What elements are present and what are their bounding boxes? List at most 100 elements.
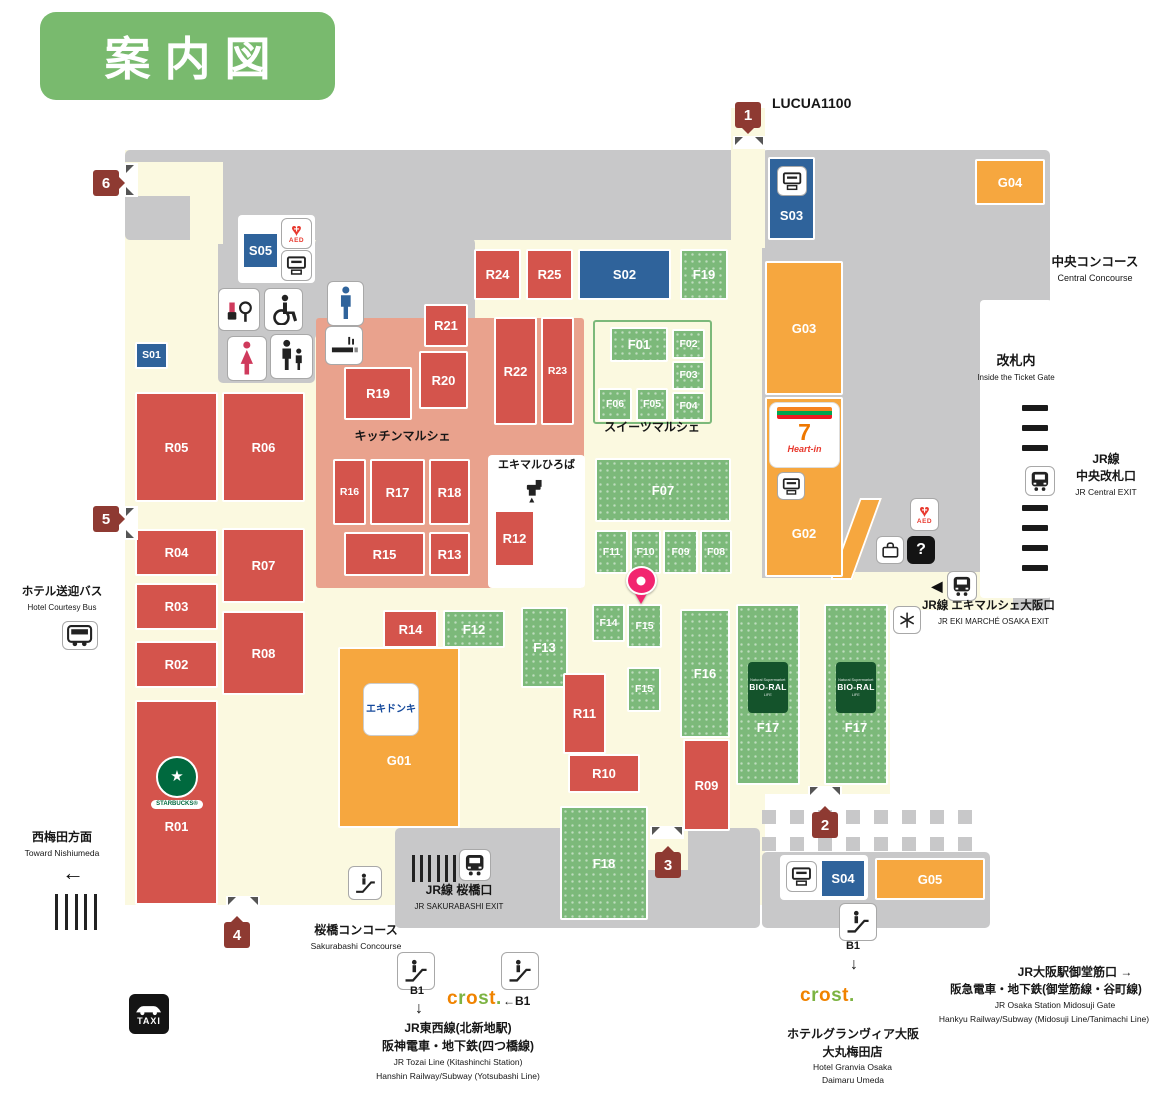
- shop-label: R16: [339, 485, 360, 498]
- map-label: Central Concourse: [1057, 273, 1133, 283]
- shop-block-f19[interactable]: F19: [680, 249, 728, 300]
- shop-block-r11[interactable]: R11: [563, 673, 606, 754]
- entrance-door: [226, 896, 260, 909]
- marker-pointer: [818, 799, 832, 813]
- shop-block-r04[interactable]: R04: [135, 529, 218, 576]
- shop-block-r09[interactable]: R09: [683, 739, 730, 831]
- bus-icon: [62, 621, 98, 650]
- shop-block-r21[interactable]: R21: [424, 304, 468, 347]
- pin-head: [625, 566, 657, 595]
- shop-block-r18[interactable]: R18: [429, 459, 470, 525]
- shop-block-s01[interactable]: S01: [135, 342, 168, 369]
- shop-label: R17: [385, 484, 410, 500]
- ticket-gate-bar: [1022, 545, 1048, 551]
- shop-block-f07[interactable]: F07: [595, 458, 731, 522]
- shop-block-r08[interactable]: R08: [222, 611, 305, 695]
- direction-arrow: ↓: [850, 956, 858, 973]
- shop-block-f02[interactable]: F02: [672, 329, 705, 359]
- mens-restroom-icon: [327, 281, 364, 326]
- shop-block-f12[interactable]: F12: [443, 610, 505, 648]
- shop-block-r16[interactable]: R16: [333, 459, 366, 525]
- entrance-door: [125, 506, 138, 540]
- shop-block-f05[interactable]: F05: [636, 388, 668, 421]
- ticket-gate-bar: [1022, 445, 1048, 451]
- shop-block-f09[interactable]: F09: [663, 530, 698, 574]
- shop-block-f14[interactable]: F14: [592, 604, 625, 642]
- map-label: ホテルグランヴィア大阪: [786, 1027, 919, 1041]
- shop-block-s02[interactable]: S02: [578, 249, 671, 300]
- shop-block-r22[interactable]: R22: [494, 317, 537, 425]
- escalator-icon: [348, 866, 382, 900]
- shop-block-r02[interactable]: R02: [135, 641, 218, 688]
- shop-block-r07[interactable]: R07: [222, 528, 305, 603]
- ticket-gate-bar: [1022, 425, 1048, 431]
- crost-letter: r: [458, 988, 466, 1009]
- womens-restroom-icon: [227, 336, 267, 381]
- shop-block-g01[interactable]: G01: [338, 647, 460, 828]
- shop-label: G05: [917, 871, 943, 887]
- map-label: JR大阪駅御堂筋口 →: [1017, 965, 1133, 979]
- shop-block-r20[interactable]: R20: [419, 351, 468, 409]
- shop-block-r19[interactable]: R19: [344, 367, 412, 420]
- shop-label: F08: [706, 545, 726, 558]
- taxi-sign: TAXI: [129, 994, 169, 1034]
- shop-block-r13[interactable]: R13: [429, 532, 470, 576]
- shop-block-f11[interactable]: F11: [595, 530, 628, 574]
- shop-block-r12[interactable]: R12: [494, 510, 535, 567]
- shop-block-f08[interactable]: F08: [700, 530, 732, 574]
- shop-block-f06[interactable]: F06: [598, 388, 632, 421]
- ticket-gate-bar: [1022, 505, 1048, 511]
- shop-block-f15[interactable]: F15: [627, 604, 662, 648]
- entrance-marker-2: 2: [812, 806, 838, 838]
- entrance-number: 4: [232, 926, 242, 944]
- shop-block-r15[interactable]: R15: [344, 532, 425, 576]
- page-title-badge: 案内図: [40, 12, 335, 100]
- pillar: [762, 810, 776, 824]
- shop-block-g03[interactable]: G03: [765, 261, 843, 395]
- shop-label: F05: [642, 398, 662, 411]
- shop-label: R25: [537, 267, 562, 282]
- crost-letter: c: [447, 988, 459, 1009]
- map-label: JR EKI MARCHÉ OSAKA EXIT: [938, 617, 1050, 626]
- pillar: [874, 810, 888, 824]
- shop-block-r23[interactable]: R23: [541, 317, 574, 425]
- shop-label: R05: [164, 439, 189, 455]
- shop-block-f04[interactable]: F04: [672, 392, 705, 421]
- map-label: B1: [845, 940, 861, 952]
- entrance-number: 2: [820, 816, 830, 834]
- crost-letter: s: [478, 988, 490, 1009]
- shop-block-r25[interactable]: R25: [526, 249, 573, 300]
- shop-block-r24[interactable]: R24: [474, 249, 521, 300]
- current-location-pin: [625, 566, 657, 612]
- shop-label: R07: [251, 558, 276, 573]
- shop-block-g04[interactable]: G04: [975, 159, 1045, 205]
- crost-letter: .: [496, 988, 502, 1009]
- map-label: JR SAKURABASHI EXIT: [414, 902, 504, 911]
- shop-block-r06[interactable]: R06: [222, 392, 305, 502]
- shop-block-r14[interactable]: R14: [383, 610, 438, 648]
- shop-block-f03[interactable]: F03: [672, 361, 705, 390]
- shop-block-r17[interactable]: R17: [370, 459, 425, 525]
- shop-block-f01[interactable]: F01: [610, 327, 668, 362]
- map-label: JR線 エキマルシェ大阪口: [922, 600, 1055, 612]
- shop-label: R06: [251, 439, 276, 455]
- shop-block-f13[interactable]: F13: [521, 607, 568, 688]
- shop-block-r03[interactable]: R03: [135, 583, 218, 630]
- coin-locker-icon: [876, 536, 904, 564]
- shop-block-r05[interactable]: R05: [135, 392, 218, 502]
- shop-block-r10[interactable]: R10: [568, 754, 640, 793]
- map-label: JR Tozai Line (Kitashinchi Station): [393, 1057, 523, 1067]
- map-label: Hankyu Railway/Subway (Midosuji Line/Tan…: [938, 1014, 1150, 1024]
- shop-block-s05[interactable]: S05: [242, 232, 279, 269]
- crost-logo: crost.: [447, 988, 502, 1010]
- entrance-door: [650, 826, 684, 839]
- shop-block-f15b[interactable]: F15: [627, 667, 661, 712]
- ticket-gate-bar: [1022, 565, 1048, 571]
- shop-block-f16[interactable]: F16: [680, 609, 730, 738]
- shop-block-f18[interactable]: F18: [560, 806, 648, 920]
- shop-label: R12: [502, 531, 527, 546]
- shop-block-s04[interactable]: S04: [820, 859, 866, 898]
- shop-block-g05[interactable]: G05: [875, 858, 985, 900]
